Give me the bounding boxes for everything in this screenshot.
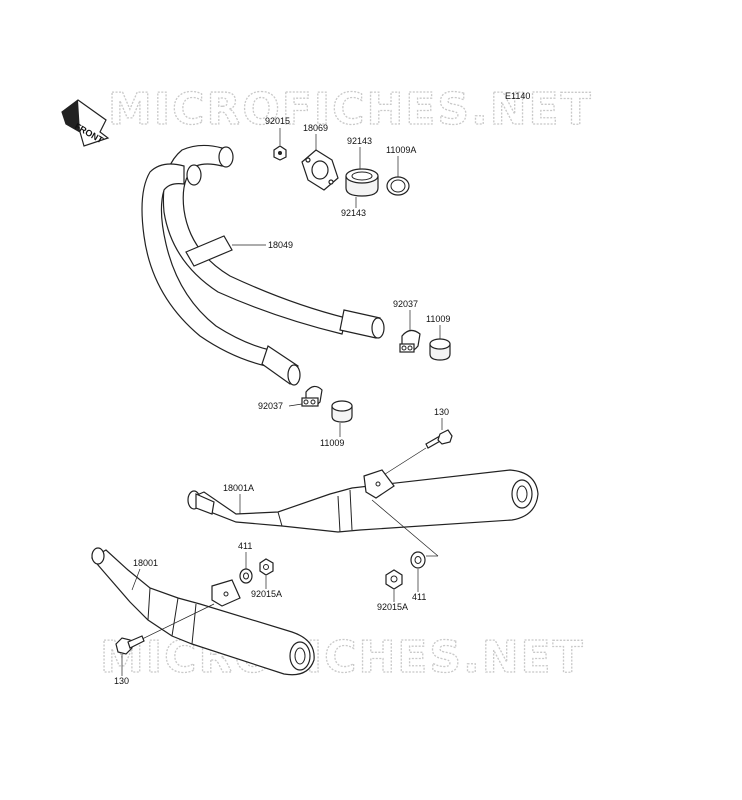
callout-92143-bottom: 92143	[341, 208, 366, 218]
diagram-code: E1140	[505, 91, 530, 101]
gasket-11009-left[interactable]	[331, 400, 353, 423]
callout-11009A: 11009A	[386, 145, 416, 155]
callout-18049: 18049	[268, 240, 293, 250]
nut-92015[interactable]	[273, 145, 287, 161]
watermark-bottom: MICROFICHES.NET	[100, 632, 585, 683]
callout-18001A: 18001A	[223, 483, 254, 493]
callout-11009-left: 11009	[320, 438, 344, 448]
callout-92015A-left: 92015A	[251, 589, 282, 599]
callout-92015: 92015	[265, 116, 290, 126]
collar-92143[interactable]	[345, 168, 379, 197]
clamp-92037-right[interactable]	[399, 329, 421, 353]
callout-130-top: 130	[434, 407, 449, 417]
callout-92037-left: 92037	[258, 401, 283, 411]
callout-411-right: 411	[412, 592, 426, 602]
nut-92015A-left[interactable]	[259, 558, 274, 576]
callout-92015A-right: 92015A	[377, 602, 408, 612]
callout-11009-right: 11009	[426, 314, 450, 324]
gasket-18069[interactable]	[301, 149, 339, 191]
muffler-18001[interactable]	[91, 547, 315, 676]
callout-18001: 18001	[133, 558, 158, 568]
nut-92015A-right[interactable]	[385, 569, 403, 590]
muffler-18001A[interactable]	[187, 469, 539, 533]
callout-411-left: 411	[238, 541, 252, 551]
washer-411-left[interactable]	[239, 568, 253, 584]
exhaust-header-18049[interactable]	[141, 144, 385, 386]
bolt-130-top[interactable]	[425, 429, 453, 449]
callout-18069: 18069	[303, 123, 328, 133]
clamp-92037-left[interactable]	[301, 385, 323, 407]
gasket-ring-11009A[interactable]	[386, 176, 410, 196]
washer-411-right[interactable]	[410, 551, 426, 569]
gasket-11009-right[interactable]	[429, 338, 451, 361]
callout-130-bottom: 130	[114, 676, 129, 686]
front-arrow-icon: FRONT	[61, 99, 110, 147]
watermark-top: MICROFICHES.NET	[108, 84, 593, 135]
bolt-130-bottom[interactable]	[115, 635, 145, 655]
callout-92037-right: 92037	[393, 299, 418, 309]
callout-92143-top: 92143	[347, 136, 372, 146]
